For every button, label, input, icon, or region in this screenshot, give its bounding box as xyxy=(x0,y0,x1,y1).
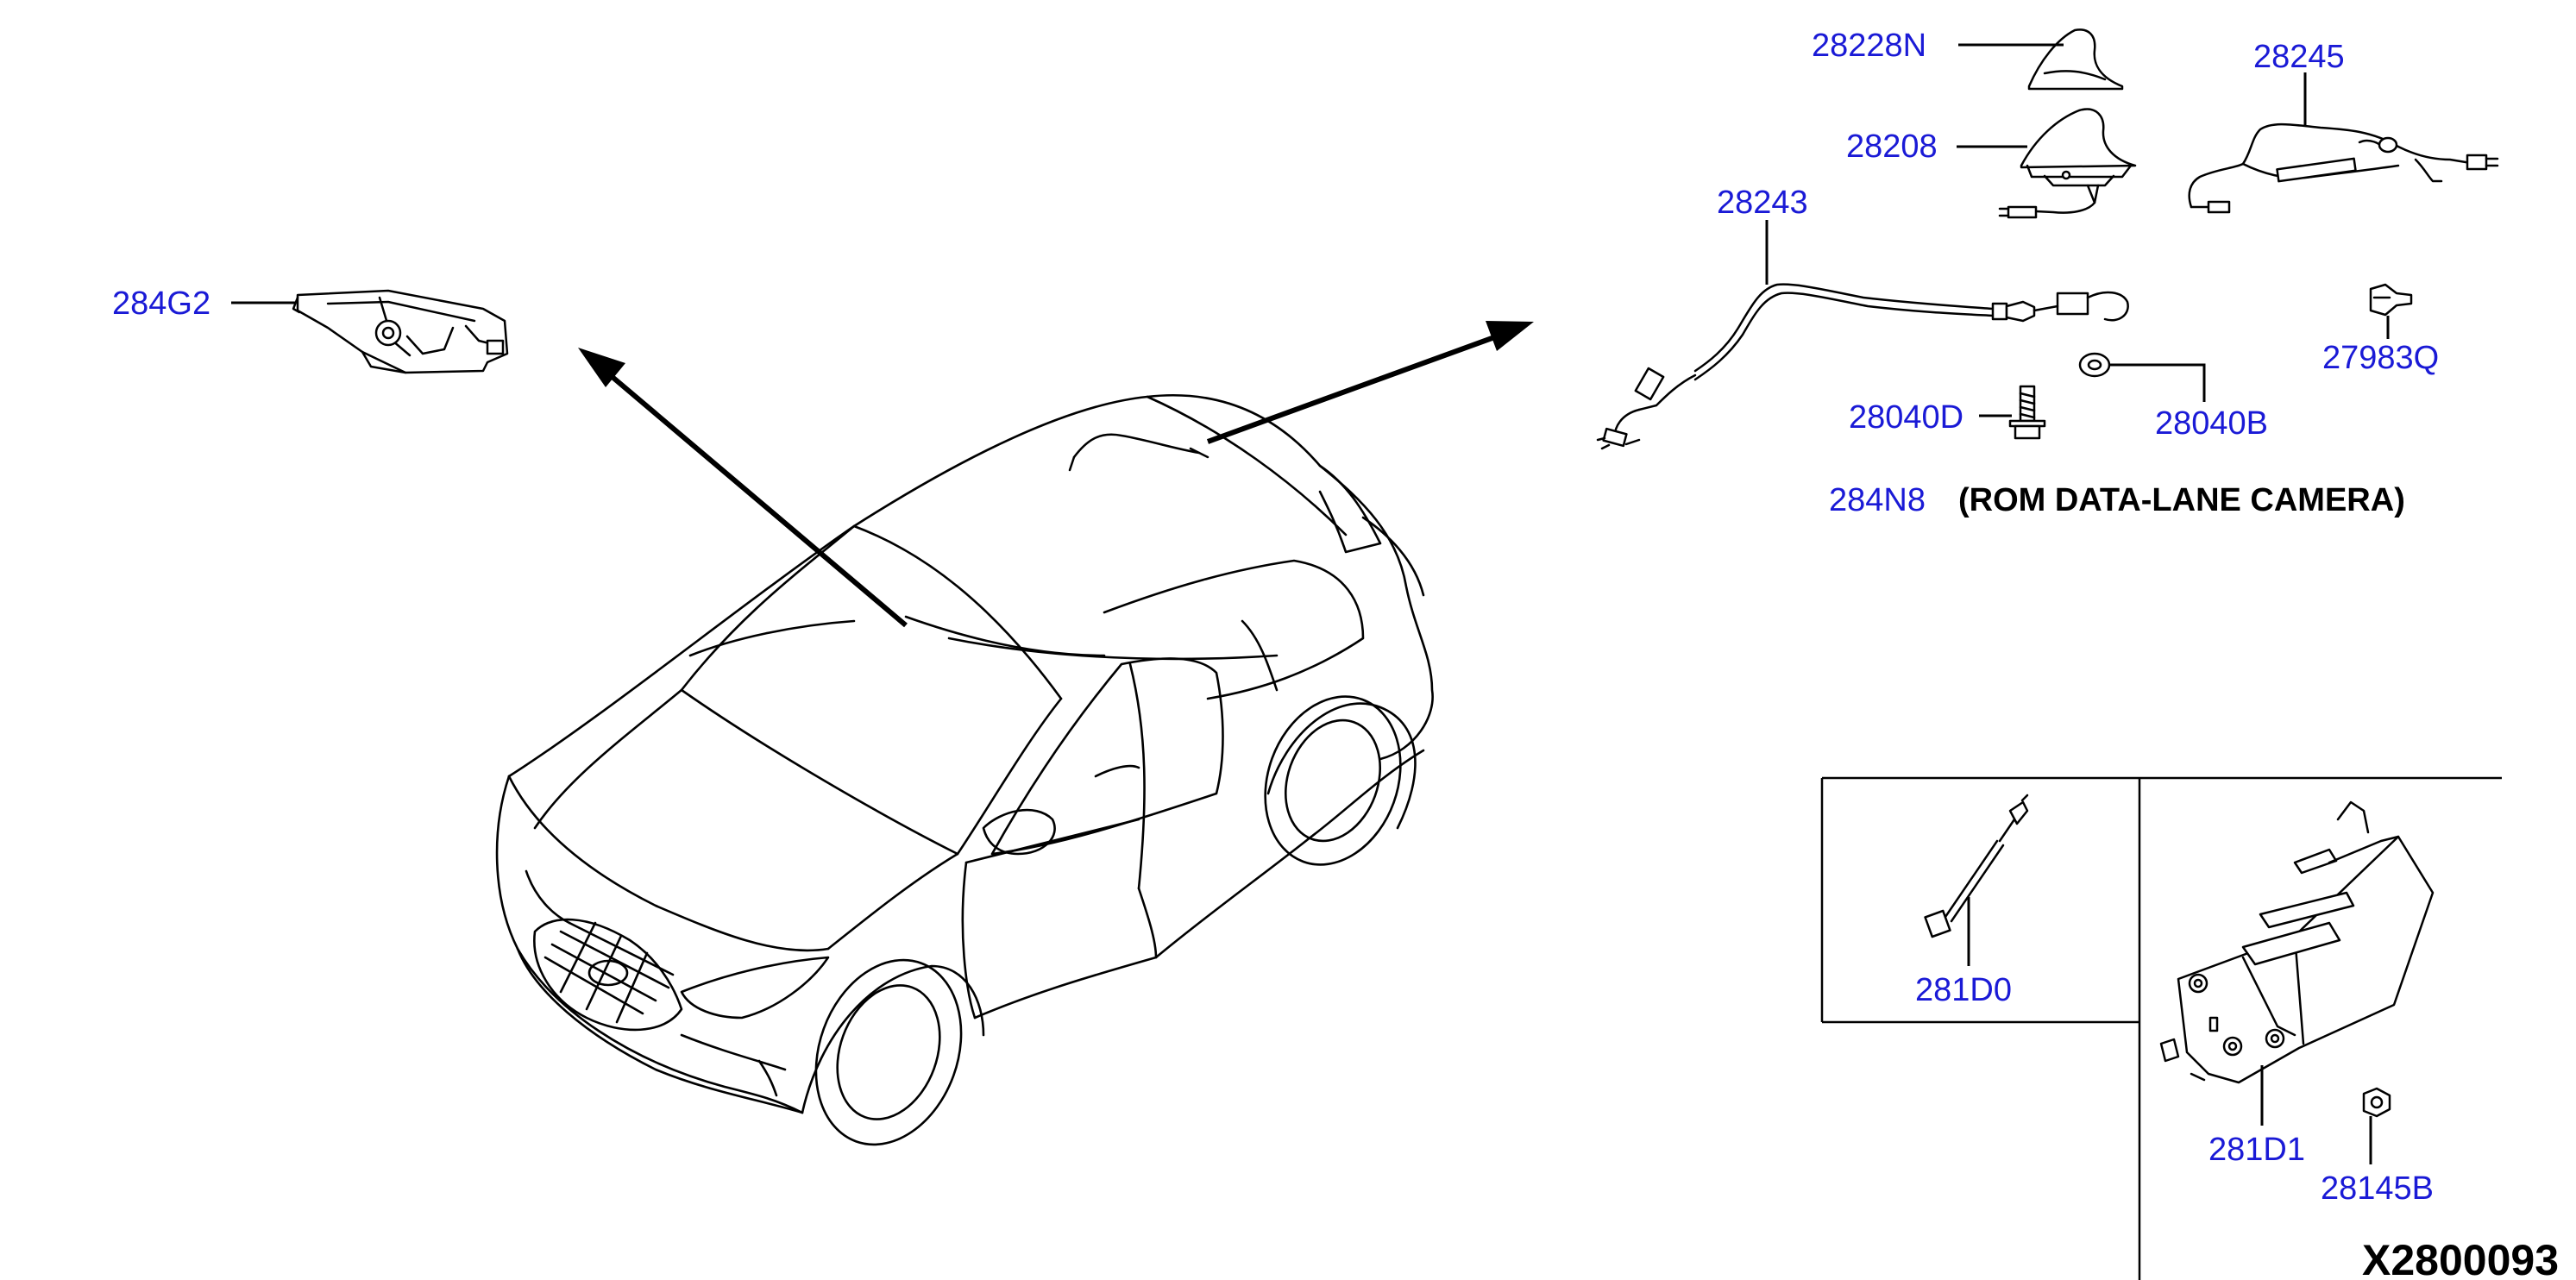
part-28245-antenna-feeder xyxy=(2188,122,2499,214)
part-number-28228N: 28228N xyxy=(1812,28,1926,64)
arrow-to-antenna-cable xyxy=(1206,334,1498,444)
part-number-28208: 28208 xyxy=(1846,129,1938,165)
part-number-28040D: 28040D xyxy=(1849,399,1963,436)
part-284G2-camera xyxy=(292,289,509,374)
vehicle-illustration xyxy=(495,393,1434,1146)
leader-28040B xyxy=(2110,363,2206,402)
part-28228N-antenna-cover xyxy=(2027,28,2124,91)
part-28208-roof-antenna xyxy=(1998,108,2137,219)
part-28145B-nut xyxy=(2362,1087,2391,1118)
part-number-284G2: 284G2 xyxy=(112,285,210,322)
note-part-number-284N8: 284N8 xyxy=(1829,482,1926,518)
arrow-to-camera xyxy=(606,371,908,628)
part-28040B-grommet xyxy=(2078,352,2111,378)
part-27983Q-clip xyxy=(2369,283,2413,317)
part-number-28145B: 28145B xyxy=(2321,1170,2434,1207)
part-28243-antenna-cable xyxy=(1596,283,2129,450)
arrowhead-antenna-cable xyxy=(1486,321,1534,351)
part-number-28243: 28243 xyxy=(1717,185,1808,221)
arrowhead-camera xyxy=(578,348,625,387)
part-number-28040B: 28040B xyxy=(2155,405,2268,442)
part-number-281D1: 281D1 xyxy=(2208,1132,2305,1168)
inset-frames xyxy=(1820,776,2502,1280)
diagram-id: X2800093 xyxy=(2362,1236,2559,1280)
note-rom-data-lane-camera: (ROM DATA-LANE CAMERA) xyxy=(1958,482,2405,518)
part-number-28245: 28245 xyxy=(2253,39,2345,75)
part-281D0-harness xyxy=(1924,794,2029,938)
part-number-281D0: 281D0 xyxy=(1915,972,2012,1008)
part-number-27983Q: 27983Q xyxy=(2322,340,2439,376)
pointer-arrows xyxy=(578,321,1534,628)
part-28040D-bolt xyxy=(2008,385,2046,440)
part-281D1-camera-module xyxy=(2159,800,2435,1084)
